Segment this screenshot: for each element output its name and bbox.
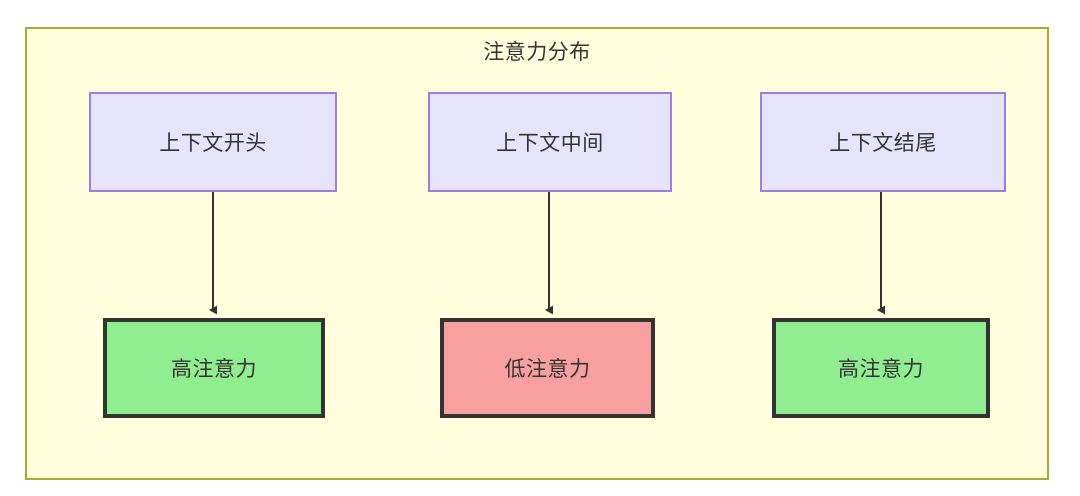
node-context-start[interactable]: 上下文开头: [89, 92, 337, 192]
node-attention-start[interactable]: 高注意力: [103, 318, 325, 418]
node-context-middle[interactable]: 上下文中间: [428, 92, 672, 192]
diagram-title: 注意力分布: [483, 41, 591, 64]
node-context-end[interactable]: 上下文结尾: [760, 92, 1006, 192]
node-attention-middle[interactable]: 低注意力: [440, 318, 655, 418]
node-attention-end[interactable]: 高注意力: [772, 318, 990, 418]
